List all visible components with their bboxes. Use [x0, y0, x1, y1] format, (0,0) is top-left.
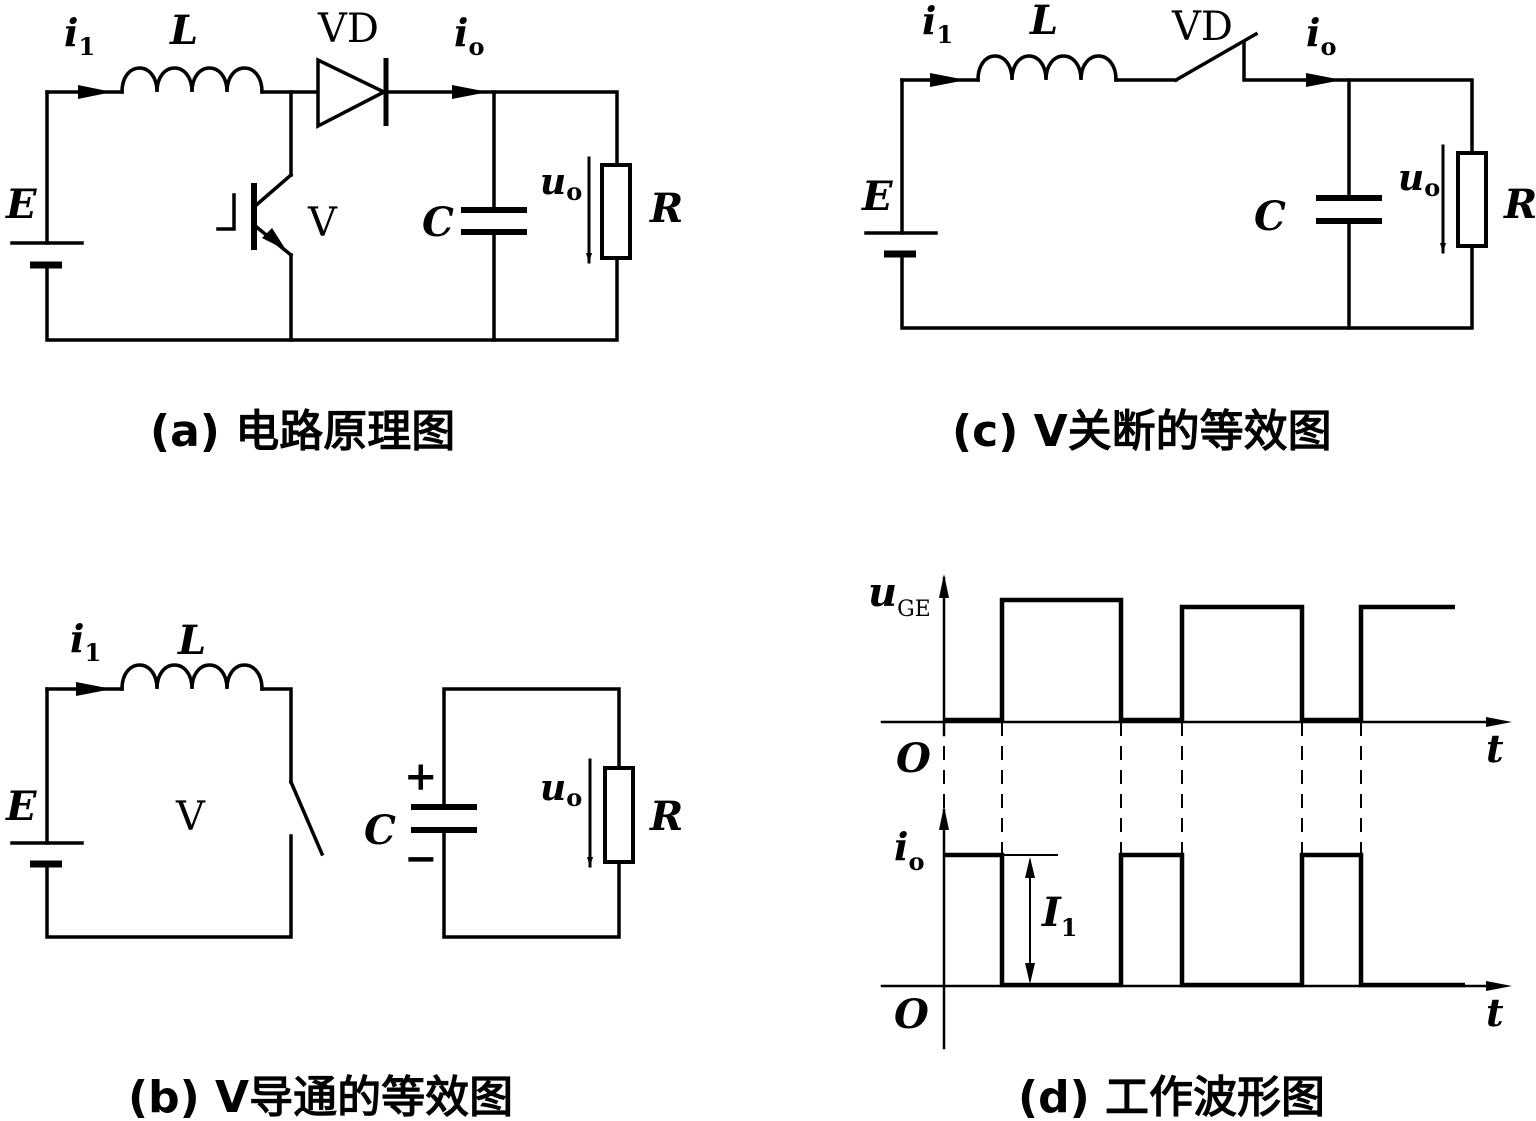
- output-voltage-label: uo: [1398, 157, 1440, 202]
- output-voltage-label: uo: [540, 161, 582, 206]
- plus-sign: +: [404, 753, 438, 800]
- resistor-label: R: [649, 185, 683, 232]
- capacitor-label: C: [1254, 193, 1286, 240]
- capacitor-label: C: [364, 807, 396, 854]
- capacitor-symbol: [411, 804, 477, 833]
- minus-sign: −: [404, 835, 438, 882]
- gate-voltage-label: uGE: [868, 569, 931, 622]
- switch-label: V: [175, 794, 206, 840]
- output-voltage-label: uo: [540, 767, 582, 812]
- input-current-label: i1: [64, 10, 95, 61]
- current-arrow: [1306, 73, 1342, 87]
- origin-label-bottom: O: [894, 991, 929, 1038]
- resistor-label: R: [1503, 181, 1536, 228]
- resistor-label: R: [649, 793, 683, 840]
- circuit-b: i1 L E V + − C uo R (b) V导通的等效图: [5, 616, 683, 1121]
- battery-symbol: [864, 231, 938, 258]
- inductor-symbol: [120, 66, 264, 94]
- current-arrow: [930, 73, 966, 87]
- inductor-label: L: [177, 617, 206, 664]
- resistor-symbol: [603, 766, 635, 864]
- current-arrow: [78, 85, 112, 99]
- diode-label: VD: [1171, 4, 1233, 50]
- gate-voltage-trace: [944, 597, 1455, 723]
- source-label: E: [861, 173, 893, 220]
- current-arrow: [452, 85, 488, 99]
- caption-b: (b) V导通的等效图: [128, 1072, 513, 1121]
- resistor-symbol: [600, 163, 632, 260]
- inductor-label: L: [1029, 0, 1058, 44]
- input-current-label: i1: [70, 616, 101, 667]
- axis-arrow: [1486, 981, 1512, 991]
- capacitor-symbol: [1316, 195, 1382, 224]
- input-current-label: i1: [922, 0, 953, 49]
- circuit-a: i1 L VD io E V C uo R (a) 电路原理图: [5, 6, 683, 457]
- output-current-axis-label: io: [894, 824, 924, 876]
- circuit-c: i1 L VD io E C uo R (c) V关断的等效图: [861, 0, 1536, 457]
- battery-symbol: [10, 841, 84, 868]
- axis-arrow: [1486, 717, 1512, 727]
- diode-symbol: [316, 57, 389, 129]
- switch-label: V: [307, 200, 338, 246]
- inductor-label: L: [169, 7, 198, 54]
- current-arrow: [76, 682, 112, 696]
- time-label-bottom: t: [1486, 990, 1504, 1035]
- closed-switch-symbol: [288, 779, 325, 857]
- amplitude-label: I1: [1041, 889, 1077, 942]
- output-current-label: io: [454, 10, 484, 61]
- capacitor-label: C: [422, 199, 454, 246]
- diode-label: VD: [317, 6, 379, 52]
- caption-c: (c) V关断的等效图: [952, 406, 1332, 457]
- source-label: E: [5, 783, 37, 830]
- source-label: E: [5, 181, 37, 228]
- axis-arrow: [939, 574, 949, 598]
- inductor-symbol: [976, 54, 1118, 82]
- output-current-label: io: [1306, 10, 1336, 61]
- inductor-symbol: [120, 663, 264, 691]
- caption-a: (a) 电路原理图: [150, 406, 455, 457]
- capacitor-symbol: [461, 207, 527, 235]
- origin-label-top: O: [896, 735, 931, 782]
- battery-symbol: [10, 241, 84, 269]
- resistor-symbol: [1456, 151, 1488, 248]
- time-label-top: t: [1486, 726, 1504, 771]
- caption-d: (d) 工作波形图: [1018, 1072, 1325, 1121]
- alignment-dashes: [943, 722, 1362, 855]
- output-current-trace: [944, 852, 1465, 988]
- waveform-d: uGE O t io I1 O t (d) 工作波形图: [868, 569, 1512, 1121]
- igbt-symbol: [216, 172, 294, 258]
